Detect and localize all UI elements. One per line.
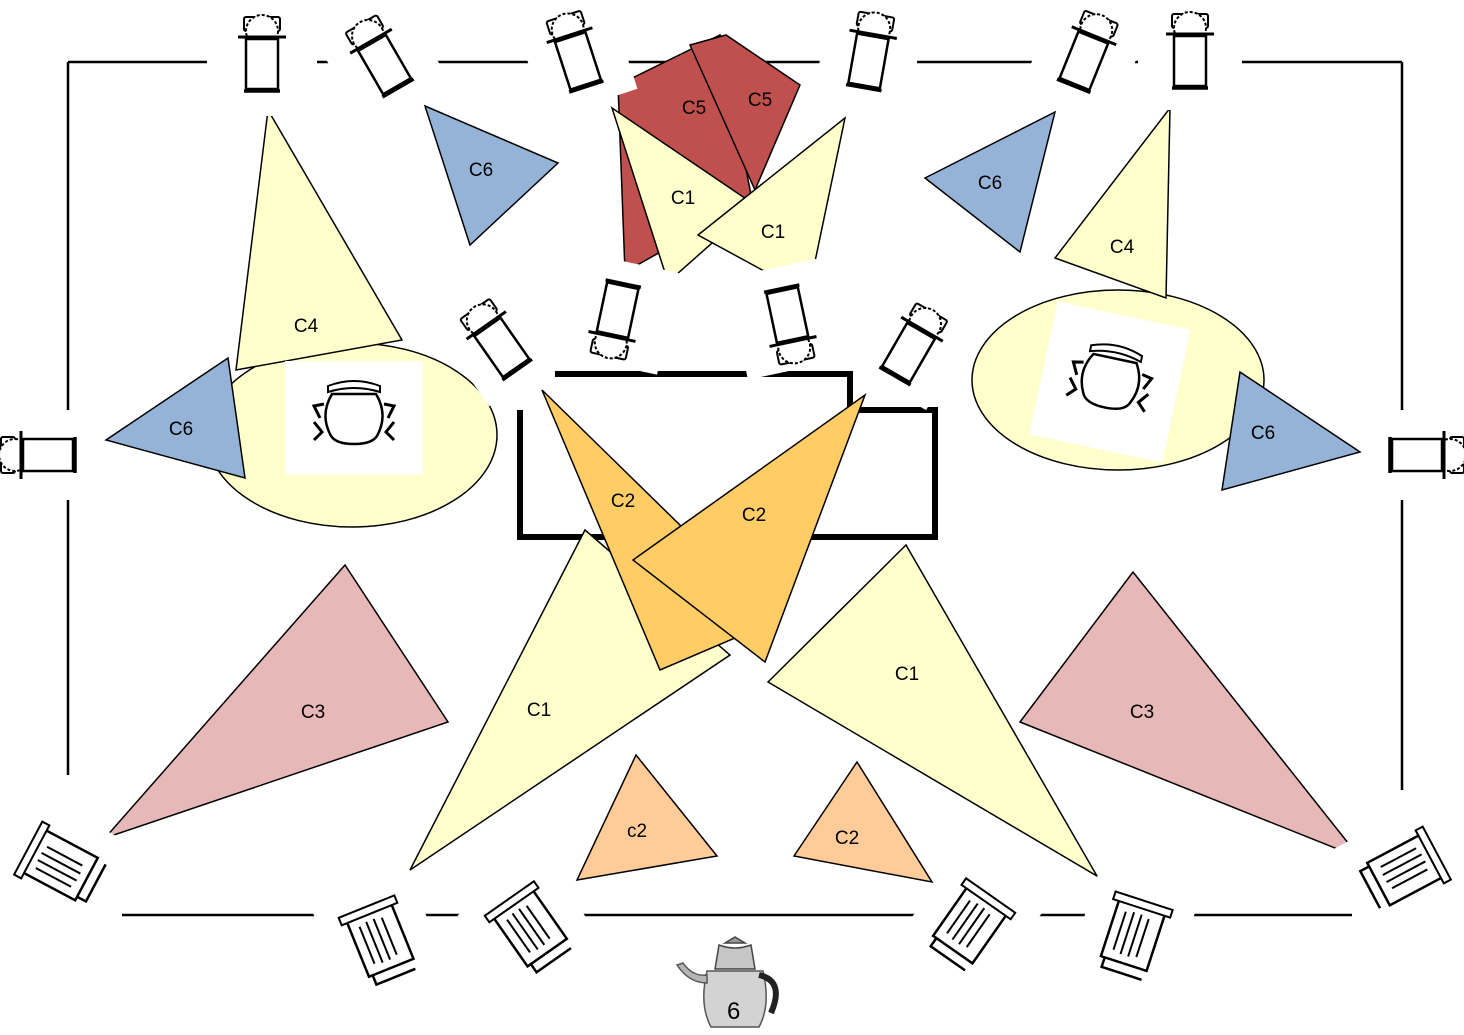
spotlight-icon [813, 2, 925, 114]
floodlight-icon [1334, 799, 1464, 941]
spotlight-icon [555, 251, 679, 375]
label-c2-center-left: C2 [611, 491, 635, 512]
beam-c2-small-right [792, 760, 934, 884]
label-c2-small-right: C2 [835, 828, 859, 849]
label-c1-top-left: C1 [671, 188, 695, 209]
beam-c1-top-left [610, 106, 757, 284]
label-c1-bottom-right: C1 [895, 664, 919, 685]
beam-c4-right [1053, 105, 1171, 300]
label-c5-left: C5 [682, 98, 706, 119]
label-c6-top-left: C6 [469, 160, 493, 181]
floodlight-icon [312, 872, 448, 1008]
spotlight-icon [726, 256, 850, 380]
spotlight-icon [849, 289, 971, 411]
spotlight-icon [1022, 0, 1148, 121]
beam-c2-small-left [575, 753, 719, 881]
beam-c6-mid-left [104, 356, 246, 480]
floodlight-icon [457, 855, 603, 1001]
beam-c3-right [1018, 570, 1363, 860]
riser-platform [517, 371, 938, 540]
label-c2-center-right: C2 [742, 505, 766, 526]
beam-c5-right [688, 34, 801, 192]
pot-icon [285, 361, 423, 475]
teapot-mark: 6 [727, 998, 740, 1025]
label-c2-small-left: c2 [627, 821, 647, 842]
beam-c4-left [235, 107, 404, 371]
label-c1-top-right: C1 [761, 222, 785, 243]
beam-c1-top-right [696, 116, 847, 297]
label-c3-right: C3 [1130, 702, 1154, 723]
spotlight-icon [516, 0, 638, 119]
spotlight-icon [317, 0, 449, 128]
beam-c1-bottom-right [766, 543, 1100, 879]
beam-c6-mid-right [1221, 370, 1362, 492]
label-c1-bottom-left: C1 [527, 700, 551, 721]
label-c3-left: C3 [301, 702, 325, 723]
teapot-icon: 6 [675, 936, 779, 1028]
spotlight-icon [438, 283, 562, 407]
spotlight-icon [1375, 410, 1464, 500]
beam-c6-top-left [423, 104, 560, 247]
beam-c2-center-right [631, 392, 867, 664]
spotlight-icon [1138, 6, 1242, 110]
beam-c6-top-right [923, 110, 1057, 254]
pot-icon [1029, 301, 1191, 463]
label-c5-right: C5 [748, 90, 772, 111]
label-c4-right: C4 [1110, 237, 1135, 258]
floodlight-icon [1067, 869, 1199, 1001]
spotlight-icon [0, 410, 90, 500]
label-c6-top-right: C6 [978, 173, 1002, 194]
beam-c3-left [102, 563, 450, 840]
floodlight-icon [0, 794, 131, 936]
label-c4-left: C4 [294, 316, 319, 337]
floodlight-icon [897, 852, 1043, 998]
spotlight-icon [207, 6, 317, 116]
label-c6-mid-right: C6 [1251, 423, 1275, 444]
label-c6-mid-left: C6 [169, 419, 193, 440]
